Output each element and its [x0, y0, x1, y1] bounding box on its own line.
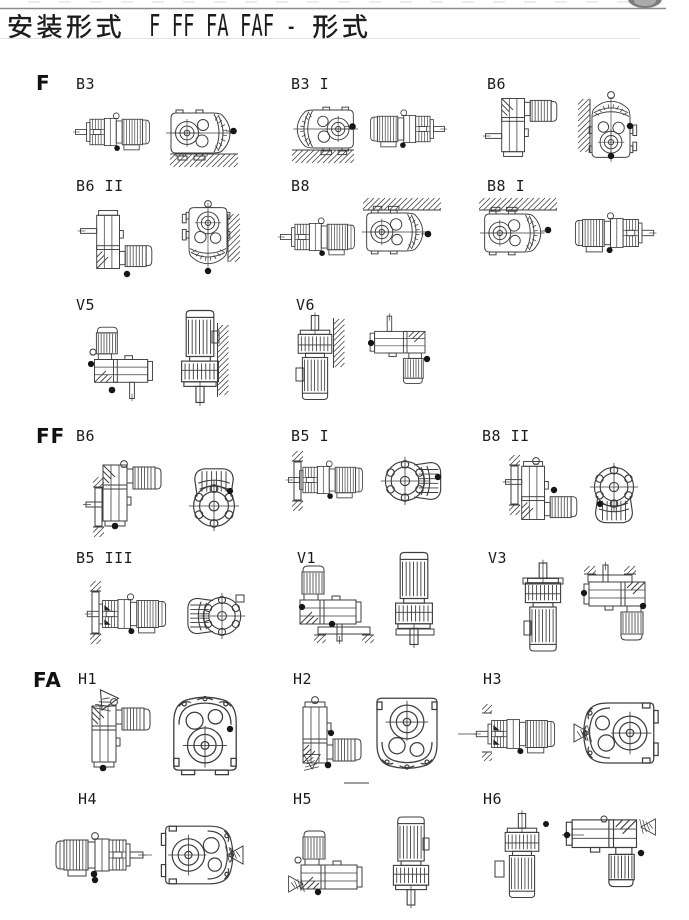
series-label-ff: FF	[36, 424, 66, 448]
mount-code-label-h5: H5	[293, 790, 313, 808]
mount-code-label-v6: V6	[296, 296, 316, 314]
mount-code-label-b8ii: B8 II	[482, 427, 530, 445]
drawing-b6ii	[77, 200, 241, 278]
mount-code-label-v1: V1	[297, 549, 317, 567]
mount-code-label-b3i: B3 I	[291, 75, 330, 93]
drawing-b8	[277, 197, 442, 256]
mount-code-label-h2: H2	[293, 670, 313, 688]
drawing-h1	[91, 688, 237, 776]
mount-code-label-b6: B6	[487, 75, 507, 93]
mount-code-label-v5: V5	[76, 296, 96, 314]
series-label-f: F	[36, 71, 51, 95]
drawing-b3	[72, 109, 239, 168]
mount-code-label-b3: B3	[76, 75, 96, 93]
svg-text:F FF FA FAF -: F FF FA FAF -	[149, 8, 297, 43]
series-label-fa: FA	[33, 668, 62, 692]
drawing-b8i	[478, 197, 657, 256]
drawing-v1	[298, 551, 435, 648]
drawing-ffb6	[83, 460, 240, 538]
page-title: F FF FA FAF -	[8, 8, 368, 43]
mount-code-label-b5i: B5 I	[291, 427, 330, 445]
mount-code-label-h3: H3	[483, 670, 503, 688]
drawing-b8ii	[502, 454, 639, 524]
drawing-v6	[295, 312, 431, 401]
drawing-b5iii	[84, 580, 246, 645]
drawing-h2	[302, 696, 438, 784]
mount-code-label-b8: B8	[291, 177, 311, 195]
mount-code-label-h6: H6	[483, 790, 503, 808]
drawing-h5	[288, 816, 430, 909]
mount-code-label-b5iii: B5 III	[76, 549, 134, 567]
drawing-b6	[482, 91, 638, 163]
drawing-b3i	[291, 106, 448, 164]
drawing-h3	[458, 702, 659, 764]
mount-code-label-b6ii: B6 II	[76, 177, 124, 195]
drawing-h6	[494, 810, 656, 899]
drawing-v5	[87, 309, 229, 406]
mount-code-label-v3: V3	[488, 549, 508, 567]
drawing-v3	[522, 559, 647, 652]
drawing-b5i	[285, 450, 442, 512]
mount-code-label-ffb6: B6	[76, 427, 96, 445]
drawing-h4	[55, 825, 244, 885]
mount-code-label-b8i: B8 I	[487, 177, 526, 195]
mount-code-label-h4: H4	[78, 790, 98, 808]
mount-code-label-h1: H1	[78, 670, 98, 688]
page-corner-logo	[628, 0, 662, 8]
